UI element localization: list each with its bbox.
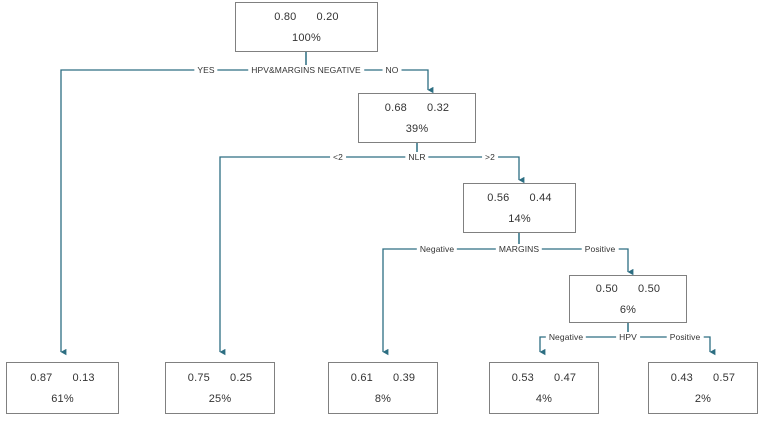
prob-class-1: 0.57: [713, 371, 736, 384]
split-2-variable: NLR: [405, 152, 429, 162]
node-root: 0.80 0.20 100%: [235, 2, 378, 52]
split-1-left-label: YES: [194, 65, 218, 75]
node-n4-probabilities: 0.50 0.50: [596, 283, 660, 295]
split-4-left-label: Negative: [545, 332, 587, 342]
split-3-variable: MARGINS: [495, 244, 543, 254]
prob-class-1: 0.44: [529, 191, 552, 204]
leaf-node-1: 0.87 0.13 61%: [6, 362, 119, 414]
node-n3-probabilities: 0.56 0.44: [487, 192, 551, 204]
prob-class-1: 0.13: [72, 371, 95, 384]
prob-class-0: 0.50: [595, 282, 618, 295]
leaf-4-probabilities: 0.53 0.47: [512, 372, 576, 384]
node-n3-percent: 14%: [508, 212, 531, 225]
leaf-node-4: 0.53 0.47 4%: [489, 362, 599, 414]
leaf-5-probabilities: 0.43 0.57: [671, 372, 735, 384]
node-n2-probabilities: 0.68 0.32: [385, 102, 449, 114]
prob-class-0: 0.80: [274, 10, 297, 23]
split-1-variable: HPV&MARGINS NEGATIVE: [248, 65, 364, 75]
node-root-percent: 100%: [292, 31, 321, 44]
prob-class-0: 0.68: [384, 101, 407, 114]
prob-class-1: 0.32: [427, 101, 450, 114]
prob-class-0: 0.61: [350, 371, 373, 384]
leaf-5-percent: 2%: [694, 392, 712, 405]
node-n4: 0.50 0.50 6%: [569, 275, 687, 323]
split-4-variable: HPV: [616, 332, 640, 342]
split-3-left-label: Negative: [416, 244, 458, 254]
leaf-4-percent: 4%: [535, 392, 553, 405]
prob-class-0: 0.43: [670, 371, 693, 384]
leaf-node-3: 0.61 0.39 8%: [328, 362, 438, 414]
prob-class-1: 0.25: [230, 371, 253, 384]
edge-n2-lt2: [219, 143, 418, 356]
leaf-3-percent: 8%: [374, 392, 392, 405]
prob-class-0: 0.87: [30, 371, 53, 384]
prob-class-1: 0.47: [554, 371, 577, 384]
split-1-right-label: NO: [382, 65, 402, 75]
split-2-left-label: <2: [330, 152, 346, 162]
edge-n2-gt2: [416, 143, 525, 184]
leaf-1-probabilities: 0.87 0.13: [30, 372, 94, 384]
leaf-1-percent: 61%: [51, 392, 74, 405]
prob-class-0: 0.53: [511, 371, 534, 384]
prob-class-1: 0.50: [638, 282, 661, 295]
prob-class-1: 0.39: [393, 371, 416, 384]
prob-class-0: 0.56: [487, 191, 510, 204]
node-n3: 0.56 0.44 14%: [463, 183, 576, 233]
prob-class-0: 0.75: [187, 371, 210, 384]
node-root-probabilities: 0.80 0.20: [274, 11, 338, 23]
node-n2-percent: 39%: [405, 122, 429, 135]
leaf-node-2: 0.75 0.25 25%: [165, 362, 275, 414]
split-4-right-label: Positive: [666, 332, 704, 342]
node-n2: 0.68 0.32 39%: [358, 93, 476, 143]
edge-root-no: [305, 52, 434, 94]
node-n4-percent: 6%: [619, 303, 637, 316]
leaf-3-probabilities: 0.61 0.39: [351, 372, 415, 384]
leaf-2-percent: 25%: [208, 392, 232, 405]
prob-class-1: 0.20: [316, 10, 339, 23]
split-2-right-label: >2: [482, 152, 498, 162]
leaf-node-5: 0.43 0.57 2%: [648, 362, 758, 414]
edge-root-yes: [60, 52, 307, 356]
split-3-right-label: Positive: [581, 244, 619, 254]
edge-n3-positive: [518, 233, 634, 276]
leaf-2-probabilities: 0.75 0.25: [188, 372, 252, 384]
